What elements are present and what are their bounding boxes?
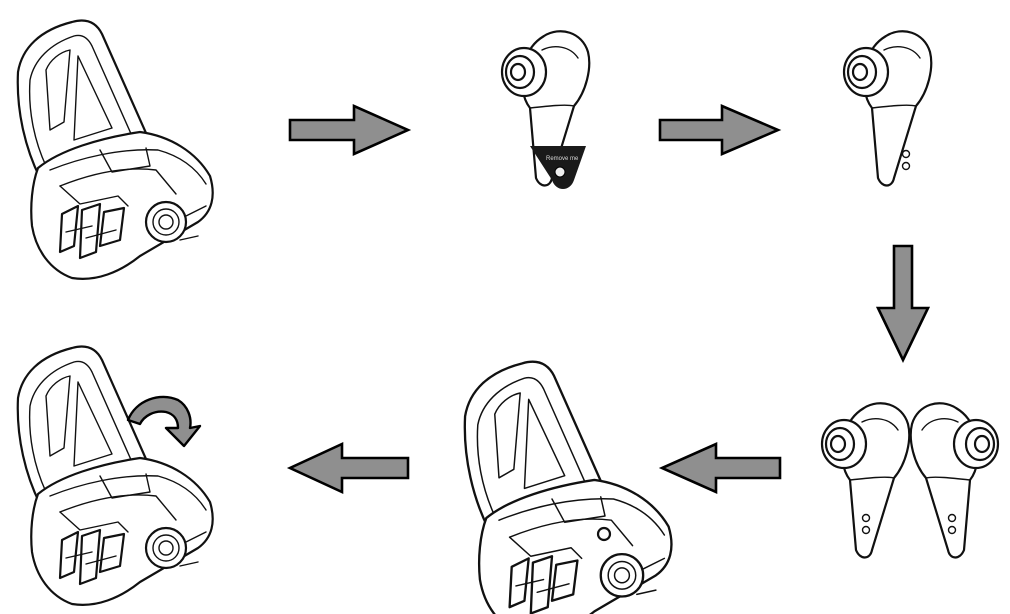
left-arrow-icon [286,441,410,495]
curved-rotate-arrow-icon [126,395,202,448]
left-arrow-icon [658,441,782,495]
earbud-with-tab-image: Remove me [500,30,591,189]
right-arrow-icon [288,103,412,157]
remove-tab-label: Remove me [546,156,579,162]
down-arrow-icon [875,244,931,364]
open-case-image [16,19,214,280]
close-case-image [16,345,214,606]
case-with-earbuds-image [463,360,673,614]
right-arrow-icon [658,104,782,156]
earbud-no-tab-image [842,30,933,187]
both-earbuds-image [820,402,1000,559]
